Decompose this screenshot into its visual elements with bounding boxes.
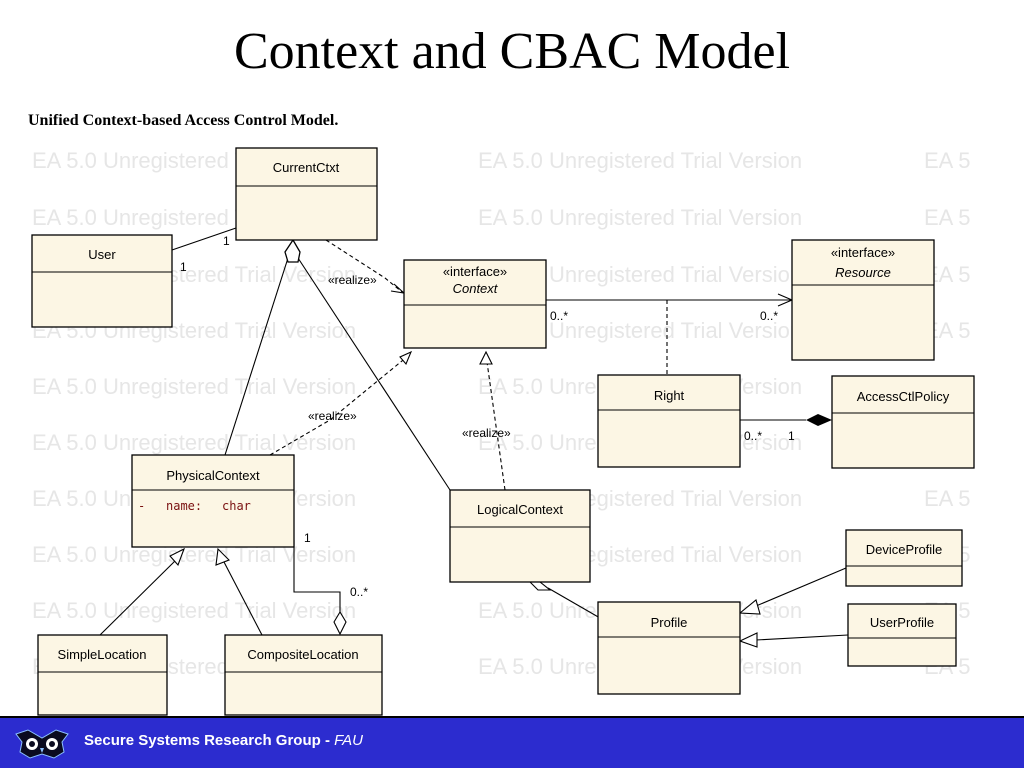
- realize-label: «realize»: [462, 426, 511, 440]
- generalization-physical-currentctxt: [224, 257, 289, 456]
- generalization-triangle: [738, 632, 758, 648]
- attribute-type: char: [222, 499, 251, 513]
- class-resource: «interface» Resource: [791, 239, 935, 361]
- realize-triangle: [479, 350, 493, 365]
- class-simplelocation: SimpleLocation: [37, 634, 168, 716]
- class-right: Right: [597, 374, 741, 468]
- watermark-text: EA 5.0 Unregistered Trial Version: [32, 374, 356, 399]
- realize-currentctxt-context: [325, 239, 403, 293]
- multiplicity-label: 0..*: [550, 309, 568, 323]
- aggregation-logical-profile: [547, 587, 601, 619]
- generalization-user-profile: [755, 634, 849, 641]
- class-compositelocation: CompositeLocation: [224, 634, 383, 716]
- attribute-visibility: -: [138, 499, 145, 513]
- class-name: CurrentCtxt: [273, 160, 340, 175]
- multiplicity-label: 1: [223, 234, 230, 248]
- generalization-composite-physical: [223, 561, 263, 636]
- aggregation-diamond: [333, 610, 347, 636]
- watermark-text: EA 5: [924, 486, 970, 511]
- watermark-text: EA 5.0 Unregistered Trial Version: [478, 148, 802, 173]
- class-name: Profile: [651, 615, 688, 630]
- class-physicalcontext: PhysicalContext - name: char: [131, 454, 295, 548]
- class-currentctxt: CurrentCtxt: [235, 147, 378, 241]
- class-name: Context: [453, 281, 499, 296]
- watermark-text: EA 5.0 Unregistered Trial Version: [478, 205, 802, 230]
- aggregation-physical-composite: [293, 540, 341, 612]
- class-stereotype: «interface»: [443, 264, 507, 279]
- multiplicity-label: 0..*: [760, 309, 778, 323]
- class-name: UserProfile: [870, 615, 934, 630]
- watermark-text: EA 5.0 Unregistered Trial Version: [32, 430, 356, 455]
- watermark-text: EA 5.0 Unregistered Trial Version: [32, 598, 356, 623]
- class-name: SimpleLocation: [58, 647, 147, 662]
- class-name: DeviceProfile: [866, 542, 943, 557]
- generalization-triangle: [738, 599, 761, 615]
- class-accessctlpolicy: AccessCtlPolicy: [831, 375, 975, 469]
- generalization-triangle: [215, 547, 230, 566]
- generalization-triangle: [169, 547, 186, 567]
- class-name: CompositeLocation: [247, 647, 358, 662]
- realize-triangle: [399, 350, 413, 366]
- composition-diamond: [806, 414, 832, 426]
- aggregation-diamond: [284, 238, 301, 263]
- watermark-text: EA 5: [924, 148, 970, 173]
- class-deviceprofile: DeviceProfile: [845, 529, 963, 587]
- generalization-simple-physical: [99, 559, 177, 636]
- class-stereotype: «interface»: [831, 245, 895, 260]
- class-name: Resource: [835, 265, 891, 280]
- connector-labels: «realize» «realize» «realize» 1 1 0..* 0…: [180, 234, 795, 599]
- class-name: User: [88, 247, 116, 262]
- class-context: «interface» Context: [403, 259, 547, 349]
- class-name: PhysicalContext: [166, 468, 260, 483]
- footer-bar: Secure Systems Research Group - FAU: [0, 716, 1024, 768]
- class-user: User: [31, 234, 173, 328]
- class-userprofile: UserProfile: [847, 603, 957, 667]
- watermark-layer: EA 5.0 Unregistered Trial Version EA 5.0…: [32, 148, 970, 679]
- slide-title: Context and CBAC Model: [233, 23, 791, 80]
- multiplicity-label: 0..*: [350, 585, 368, 599]
- multiplicity-label: 1: [180, 260, 187, 274]
- owl-logo-icon: [15, 729, 69, 759]
- multiplicity-label: 0..*: [744, 429, 762, 443]
- association-user-currentctxt: [171, 227, 237, 251]
- connectors: [99, 227, 849, 648]
- class-name: AccessCtlPolicy: [857, 389, 950, 404]
- footer-group-name: Secure Systems Research Group -: [84, 732, 335, 749]
- attribute-name: name:: [166, 499, 202, 513]
- realize-logical-context: [486, 361, 506, 491]
- watermark-text: EA 5: [924, 205, 970, 230]
- generalization-device-profile: [755, 567, 847, 607]
- realize-physical-context: [269, 355, 409, 456]
- class-name: Right: [654, 388, 685, 403]
- uml-class-diagram: EA 5.0 Unregistered Trial Version EA 5.0…: [31, 147, 975, 716]
- class-profile: Profile: [597, 601, 741, 695]
- footer-org: FAU: [334, 732, 363, 749]
- multiplicity-label: 1: [788, 429, 795, 443]
- multiplicity-label: 1: [304, 531, 311, 545]
- realize-label: «realize»: [328, 273, 377, 287]
- slide-subtitle: Unified Context-based Access Control Mod…: [28, 112, 339, 129]
- class-name: LogicalContext: [477, 502, 563, 517]
- class-logicalcontext: LogicalContext: [449, 489, 591, 583]
- generalization-logical-currentctxt: [297, 257, 451, 491]
- realize-label: «realize»: [308, 409, 357, 423]
- footer-text: Secure Systems Research Group - FAU: [84, 732, 363, 749]
